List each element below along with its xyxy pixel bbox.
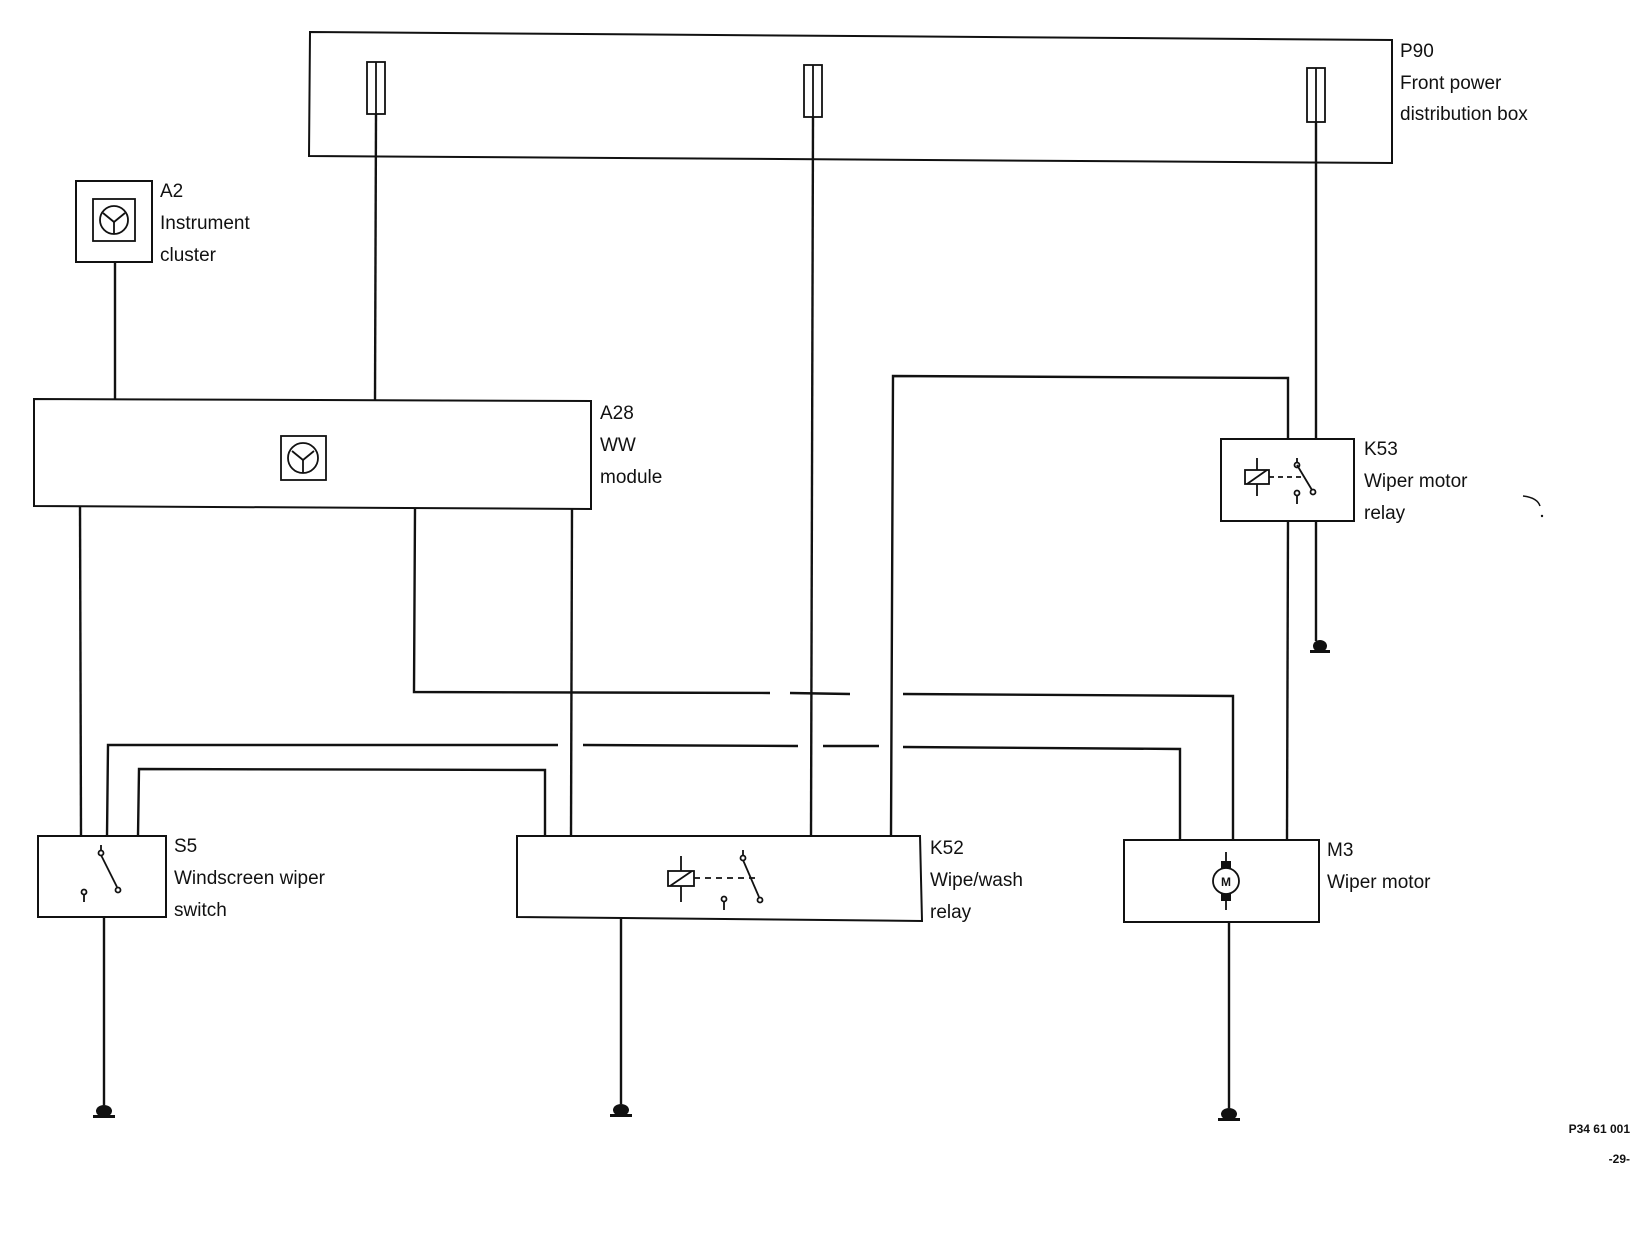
electronic-module-icon bbox=[92, 198, 136, 242]
k53-code: K53 bbox=[1364, 439, 1398, 460]
a2-label-line2: cluster bbox=[160, 245, 217, 266]
stray-mark bbox=[1522, 495, 1541, 507]
k53-label-line1: Wiper motor bbox=[1364, 471, 1468, 492]
a2-label-line1: Instrument bbox=[160, 213, 250, 234]
a28-code: A28 bbox=[600, 403, 634, 424]
s5-code: S5 bbox=[174, 836, 197, 857]
a28-ww-module: A28 WW module bbox=[33, 397, 662, 511]
page-number: -29- bbox=[1609, 1152, 1630, 1166]
k52-label-line2: relay bbox=[930, 902, 972, 923]
k53-wiper-motor-relay: K53 Wiper motor relay bbox=[1220, 438, 1468, 524]
k52-wipe-wash-relay: K52 Wipe/wash relay bbox=[516, 835, 1023, 923]
relay-icon bbox=[1244, 458, 1317, 504]
ground-icon bbox=[93, 1105, 115, 1118]
p90-distribution-box: P90 Front power distribution box bbox=[307, 30, 1528, 165]
a28-label-line2: module bbox=[600, 467, 662, 488]
a28-label-line1: WW bbox=[600, 435, 636, 456]
k52-label-line1: Wipe/wash bbox=[930, 870, 1023, 891]
a2-instrument-cluster: A2 Instrument cluster bbox=[75, 180, 250, 266]
electronic-module-icon bbox=[280, 435, 327, 481]
m3-code: M3 bbox=[1327, 840, 1353, 861]
motor-icon: M bbox=[1212, 852, 1240, 910]
figure-reference: P34 61 001 bbox=[1569, 1122, 1631, 1136]
k53-label-line2: relay bbox=[1364, 503, 1406, 524]
p90-label-line2: distribution box bbox=[1400, 104, 1528, 125]
s5-label-line2: switch bbox=[174, 900, 227, 921]
ground-icon bbox=[1310, 640, 1330, 653]
ground-icon bbox=[610, 1104, 632, 1117]
k52-code: K52 bbox=[930, 838, 964, 859]
relay-icon bbox=[667, 850, 764, 910]
switch-icon bbox=[80, 845, 122, 902]
p90-label-line1: Front power bbox=[1400, 73, 1502, 94]
motor-letter: M bbox=[1221, 875, 1231, 889]
p90-code: P90 bbox=[1400, 41, 1434, 62]
s5-windscreen-wiper-switch: S5 Windscreen wiper switch bbox=[37, 835, 326, 921]
wires bbox=[78, 113, 1318, 1108]
s5-label-line1: Windscreen wiper bbox=[174, 868, 326, 889]
ground-icon bbox=[1218, 1108, 1240, 1121]
m3-label-line1: Wiper motor bbox=[1327, 872, 1431, 893]
m3-wiper-motor: M M3 Wiper motor bbox=[1123, 839, 1431, 923]
a2-code: A2 bbox=[160, 181, 183, 202]
